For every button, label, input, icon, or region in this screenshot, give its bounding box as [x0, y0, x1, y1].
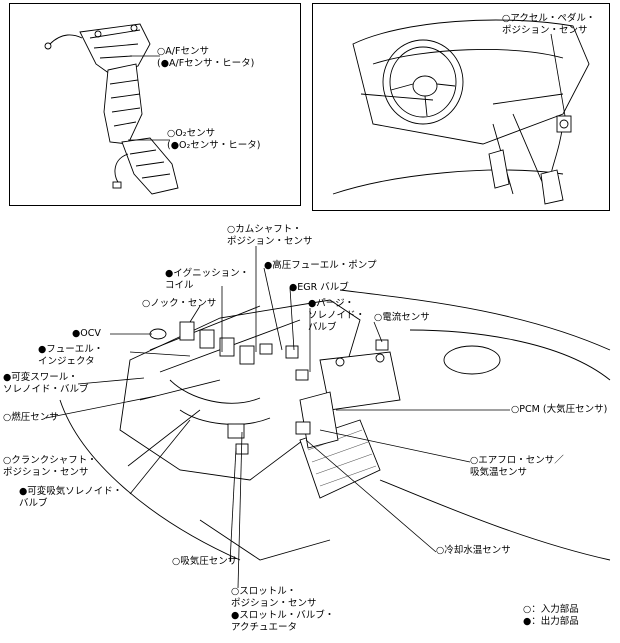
crankshaft-line2: ポジション・センサ	[3, 467, 89, 478]
current-sensor-label: ○電流センサ	[374, 312, 430, 323]
airflow-sensor-label: ○エアフロ・センサ／ 吸気温センサ	[470, 455, 564, 479]
hp-fuel-pump-label: ●高圧フューエル・ポンプ	[264, 260, 377, 271]
intake-pressure-sensor-label: ○吸気圧センサ	[172, 556, 238, 567]
fuel-pressure-sensor-label: ○燃圧センサ	[3, 412, 59, 423]
variable-intake-line1: ●可変吸気ソレノイド・	[19, 486, 123, 497]
swirl-valve-label: ●可変スワール・ ソレノイド・バルブ	[3, 372, 89, 396]
camshaft-line2: ポジション・センサ	[227, 236, 313, 247]
airflow-line1: ○エアフロ・センサ／	[470, 455, 564, 466]
af-sensor-line2: (●A/Fセンサ・ヒータ)	[157, 58, 255, 69]
purge-line3: バルブ	[308, 322, 337, 333]
knock-sensor-label: ○ノック・センサ	[142, 298, 217, 309]
egr-valve-label: ●EGR バルブ	[289, 282, 349, 293]
af-sensor-line1: ○A/Fセンサ	[157, 46, 209, 57]
variable-intake-valve-label: ●可変吸気ソレノイド・ バルブ	[19, 486, 122, 510]
variable-intake-line2: バルブ	[19, 498, 48, 509]
throttle-line2: ポジション・センサ	[231, 598, 317, 609]
purge-line1: ●パージ・	[308, 298, 355, 309]
ignition-line2: コイル	[165, 280, 194, 291]
accel-sensor-line1: ○アクセル・ペダル・	[502, 13, 596, 24]
throttle-label: ○スロットル・ ポジション・センサ ●スロットル・バルブ・ アクチュエータ	[231, 586, 334, 634]
throttle-line3: ●スロットル・バルブ・	[231, 610, 335, 621]
cabin-illustration	[332, 19, 590, 205]
legend-output: ●：出力部品	[523, 616, 579, 627]
crankshaft-line1: ○クランクシャフト・	[3, 455, 97, 466]
exhaust-illustration	[44, 23, 179, 195]
ocv-label: ●OCV	[72, 328, 101, 339]
camshaft-line1: ○カムシャフト・	[227, 224, 302, 235]
purge-valve-label: ●パージ・ ソレノイド・ バルブ	[308, 298, 365, 334]
ignition-line1: ●イグニッション・	[165, 268, 250, 279]
fuel-injector-label: ●フューエル・ インジェクタ	[38, 344, 103, 368]
legend: ○：入力部品 ●：出力部品	[523, 604, 579, 628]
throttle-line1: ○スロットル・	[231, 586, 297, 597]
swirl-line2: ソレノイド・バルブ	[3, 384, 89, 395]
cabin-panel: ○アクセル・ペダル・ ポジション・センサ	[312, 3, 610, 211]
purge-line2: ソレノイド・	[308, 310, 366, 321]
throttle-line4: アクチュエータ	[231, 622, 298, 633]
airflow-line2: 吸気温センサ	[470, 467, 528, 478]
injector-line1: ●フューエル・	[38, 344, 104, 355]
ignition-coil-label: ●イグニッション・ コイル	[165, 268, 249, 292]
injector-line2: インジェクタ	[38, 356, 95, 367]
af-sensor-label: ○A/Fセンサ (●A/Fセンサ・ヒータ)	[157, 46, 254, 70]
accel-sensor-line2: ポジション・センサ	[502, 25, 588, 36]
swirl-line1: ●可変スワール・	[3, 372, 78, 383]
camshaft-sensor-label: ○カムシャフト・ ポジション・センサ	[227, 224, 313, 248]
legend-input: ○：入力部品	[523, 604, 579, 615]
o2-sensor-label: ○O₂センサ (●O₂センサ・ヒータ)	[167, 128, 261, 152]
o2-sensor-line1: ○O₂センサ	[167, 128, 216, 139]
crankshaft-sensor-label: ○クランクシャフト・ ポジション・センサ	[3, 455, 97, 479]
coolant-temp-sensor-label: ○冷却水温センサ	[436, 545, 511, 556]
pcm-label: ○PCM (大気圧センサ)	[511, 404, 608, 415]
exhaust-panel: ○A/Fセンサ (●A/Fセンサ・ヒータ) ○O₂センサ (●O₂センサ・ヒータ…	[9, 3, 301, 206]
accel-sensor-label: ○アクセル・ペダル・ ポジション・センサ	[502, 13, 595, 37]
o2-sensor-line2: (●O₂センサ・ヒータ)	[167, 140, 261, 151]
